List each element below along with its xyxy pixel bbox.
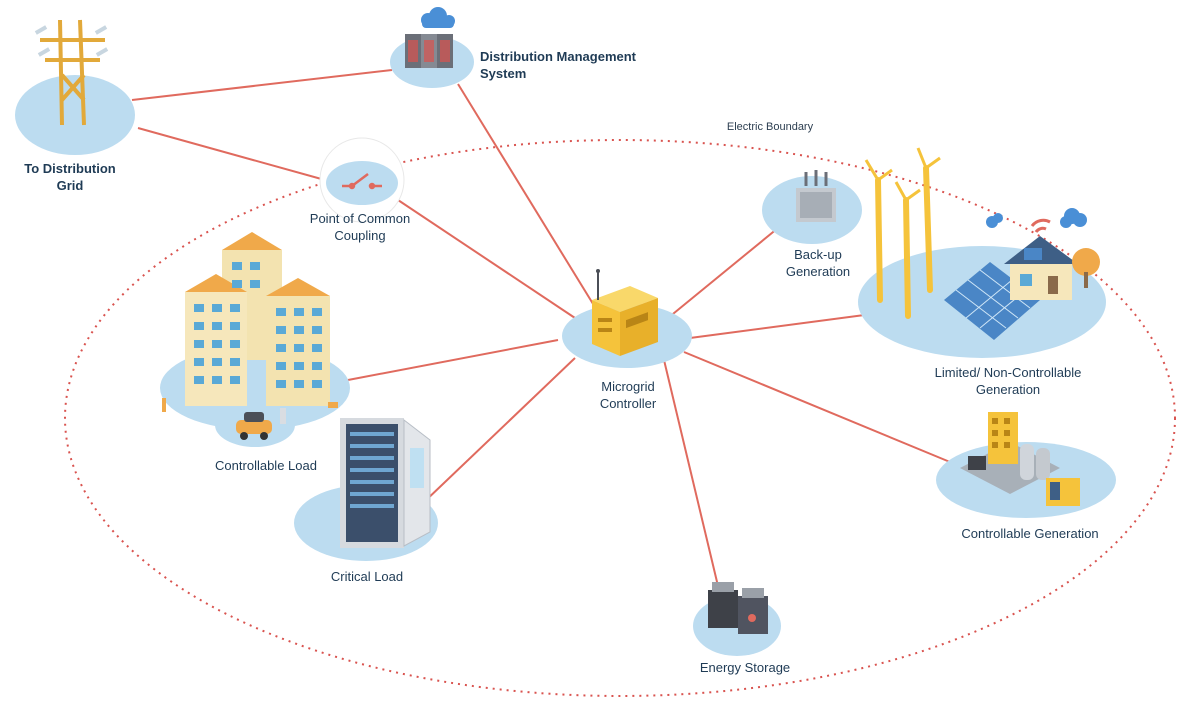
connection-lines: [131, 69, 951, 587]
critical-load-node: [294, 418, 438, 561]
apartment-building-icon: [185, 232, 330, 406]
label-electric-boundary: Electric Boundary: [726, 121, 814, 133]
label-limited-generation: Limited/ Non-Controllable Generation: [898, 364, 1118, 398]
cloud-icon: [421, 7, 455, 28]
label-microgrid-controller: Microgrid Controller: [578, 378, 678, 412]
bench-icon: [328, 402, 338, 408]
label-distribution-management-system: Distribution Management System: [480, 48, 680, 82]
label-line: Grid: [56, 178, 84, 193]
pcc-node: [319, 137, 405, 223]
limited-generation-node: [858, 147, 1106, 358]
label-backup-generation: Back-up Generation: [768, 246, 868, 280]
label-critical-load: Critical Load: [330, 569, 404, 584]
line-controller-storage: [663, 359, 719, 587]
line-controller-critical: [421, 357, 576, 505]
turbine-blades-icon: [864, 147, 941, 202]
transmission-tower-icon: [40, 19, 105, 126]
solar-panel-icon: [944, 262, 1040, 340]
label-line: Distribution Management: [480, 49, 637, 64]
line-grid-dms: [131, 69, 393, 101]
label-controllable-generation: Controllable Generation: [961, 526, 1099, 541]
line-dms-controller: [457, 83, 599, 313]
transformer-icon: [796, 170, 836, 222]
label-line: Back-up: [794, 247, 842, 262]
label-line: System: [480, 66, 527, 81]
line-grid-pcc: [137, 127, 326, 181]
house-icon: [1004, 236, 1078, 300]
electrical-cabinet-icon: [340, 418, 431, 548]
label-line: Limited/ Non-Controllable: [934, 365, 1082, 380]
tree-icon: [1072, 248, 1100, 288]
charger-icon: [280, 408, 286, 424]
controllable-load-node: [160, 232, 350, 447]
label-line: Generation: [975, 382, 1041, 397]
backup-generation-node: [762, 170, 862, 244]
line-controller-load: [347, 339, 559, 381]
controllable-generation-node: [936, 412, 1116, 518]
line-controller-limited: [689, 313, 873, 339]
label-controllable-load: Controllable Load: [215, 458, 317, 473]
electric-car-icon: [236, 412, 272, 440]
line-controller-gen: [683, 351, 951, 463]
lamp-icon: [162, 398, 166, 412]
switch-icon: [342, 173, 382, 190]
label-energy-storage: Energy Storage: [699, 660, 791, 675]
label-line: To Distribution: [24, 161, 116, 176]
label-line: Controller: [599, 396, 657, 411]
label-line: Generation: [785, 264, 851, 279]
microgrid-controller-node: [562, 269, 692, 368]
wind-turbine-icon: [875, 165, 933, 319]
dms-node: [390, 7, 474, 88]
label-line: Microgrid: [601, 379, 655, 394]
server-rack-icon: [405, 34, 453, 68]
label-to-distribution-grid: To Distribution Grid: [8, 160, 132, 194]
label-line: Point of Common: [309, 211, 411, 226]
label-line: Coupling: [334, 228, 386, 243]
label-point-of-common-coupling: Point of Common Coupling: [282, 210, 438, 244]
distribution-grid-node: [15, 19, 135, 155]
energy-storage-node: [693, 582, 781, 656]
line-pcc-controller: [394, 197, 576, 319]
controller-box-icon: [592, 269, 658, 356]
wifi-icon: [1030, 218, 1051, 233]
line-controller-backup: [667, 227, 779, 319]
power-plant-icon: [960, 412, 1080, 506]
battery-icon: [708, 582, 768, 634]
cloud-icon: [986, 208, 1087, 228]
electric-boundary-ellipse: [64, 139, 1176, 697]
